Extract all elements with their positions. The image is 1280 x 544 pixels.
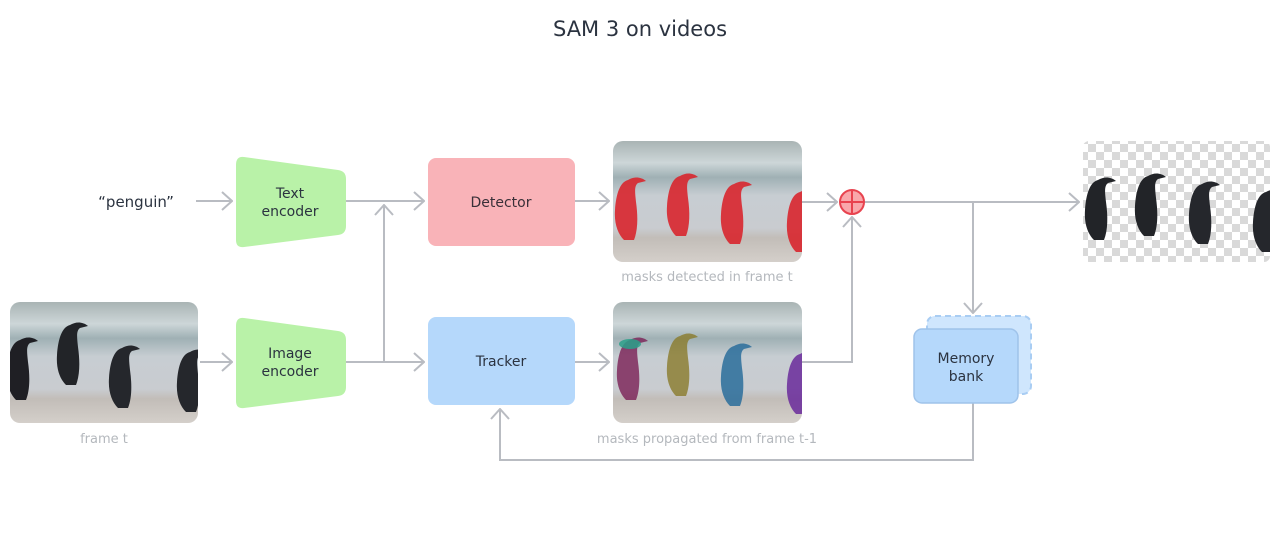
text-encoder-label-line2: encoder <box>261 204 318 220</box>
memory-bank-label-line1: Memory <box>938 351 995 367</box>
image-encoder-label-line2: encoder <box>261 364 318 380</box>
frame-t-image <box>10 302 198 423</box>
memory-bank-label-line2: bank <box>949 369 984 385</box>
diagram-title: SAM 3 on videos <box>553 17 727 41</box>
detector-label: Detector <box>470 195 531 211</box>
text-prompt: “penguin” <box>98 193 174 211</box>
text-encoder-block: Text encoder <box>236 156 346 248</box>
detector-block: Detector <box>428 158 575 246</box>
combine-plus-icon <box>839 189 865 215</box>
image-encoder-label-line1: Image <box>268 346 312 362</box>
connectors <box>196 201 1079 461</box>
arrow-propagated-to-combine <box>802 217 852 363</box>
text-encoder-label-line1: Text <box>275 186 305 202</box>
tracker-label: Tracker <box>475 354 527 370</box>
propagated-masks-image <box>613 302 802 423</box>
detected-masks-caption: masks detected in frame t <box>621 270 793 285</box>
propagated-masks-caption: masks propagated from frame t-1 <box>597 432 817 447</box>
image-encoder-block: Image encoder <box>236 317 346 409</box>
arrow-memory-to-tracker <box>500 403 974 461</box>
tracker-block: Tracker <box>428 317 575 405</box>
output-segmented-image <box>1083 141 1270 262</box>
detected-masks-image <box>613 141 802 262</box>
memory-bank-block: Memory bank <box>913 315 1032 404</box>
frame-t-caption: frame t <box>80 432 128 447</box>
